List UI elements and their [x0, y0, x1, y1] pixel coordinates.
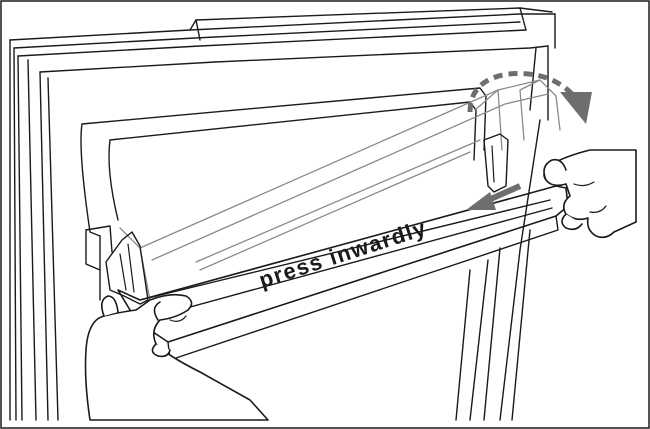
right-hand — [543, 149, 637, 239]
press-arrow — [466, 183, 522, 210]
door-gasket — [80, 87, 487, 301]
rotate-arrow-head — [560, 92, 592, 124]
left-hand — [84, 293, 269, 421]
press-arrow-head — [466, 192, 496, 210]
fridge-door-frame — [9, 7, 556, 421]
rotate-arrow — [467, 70, 592, 124]
door-bin — [105, 79, 569, 361]
